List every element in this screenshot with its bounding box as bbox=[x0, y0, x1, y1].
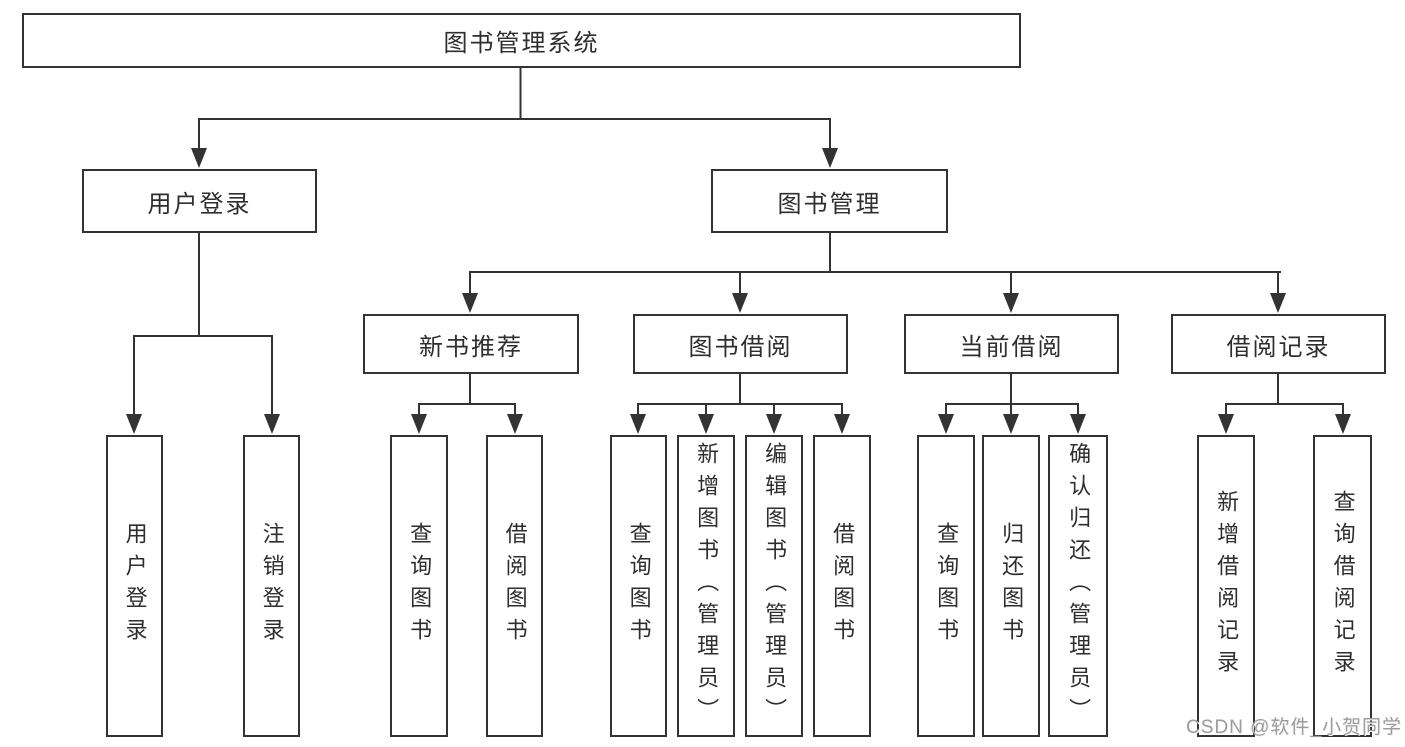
leaf-query-borrow-record: 查询借阅记录 bbox=[1313, 435, 1372, 737]
connector-book-mgmt-to-level3 bbox=[469, 233, 1281, 296]
node-library-management-system: 图书管理系统 bbox=[22, 13, 1021, 68]
arrowheads-level3 bbox=[462, 293, 1286, 313]
leaf-edit-books-admin: 编辑图书（管理员） bbox=[745, 435, 803, 737]
arrowheads-new-book-children bbox=[411, 414, 523, 434]
connector-current-borrow-children bbox=[945, 374, 1079, 418]
connector-borrow-record-children bbox=[1225, 374, 1344, 418]
leaf-query-books-current: 查询图书 bbox=[917, 435, 975, 737]
arrowheads-user-login-children bbox=[126, 414, 280, 434]
arrowheads-book-borrow-children bbox=[630, 414, 850, 434]
leaf-query-books-recommend: 查询图书 bbox=[390, 435, 448, 737]
leaf-query-books-borrowing: 查询图书 bbox=[610, 435, 667, 737]
node-current-borrowing: 当前借阅 bbox=[904, 314, 1119, 374]
leaf-borrow-books-borrowing: 借阅图书 bbox=[813, 435, 871, 737]
leaf-borrow-books-recommend: 借阅图书 bbox=[486, 435, 543, 737]
connector-book-borrow-children bbox=[637, 374, 843, 418]
leaf-logout: 注销登录 bbox=[243, 435, 300, 737]
watermark: CSDN @软件_小贺同学 bbox=[1186, 717, 1402, 738]
node-borrowing-records: 借阅记录 bbox=[1171, 314, 1386, 374]
leaf-user-login: 用户登录 bbox=[106, 435, 163, 737]
leaf-confirm-return-admin: 确认归还（管理员） bbox=[1048, 435, 1108, 737]
connector-root-to-level2 bbox=[198, 68, 831, 152]
arrowheads-current-borrow-children bbox=[938, 414, 1086, 434]
node-book-management: 图书管理 bbox=[711, 169, 948, 233]
leaf-return-books: 归还图书 bbox=[982, 435, 1040, 737]
leaf-add-books-admin: 新增图书（管理员） bbox=[677, 435, 735, 737]
arrowheads-borrow-record-children bbox=[1218, 414, 1351, 434]
node-new-book-recommend: 新书推荐 bbox=[363, 314, 579, 374]
arrowheads-level2 bbox=[191, 148, 838, 168]
node-user-login: 用户登录 bbox=[82, 169, 317, 233]
connector-user-login-children bbox=[133, 233, 273, 418]
node-book-borrowing: 图书借阅 bbox=[633, 314, 848, 374]
leaf-add-borrow-record: 新增借阅记录 bbox=[1197, 435, 1255, 737]
connector-new-book-children bbox=[418, 374, 516, 418]
